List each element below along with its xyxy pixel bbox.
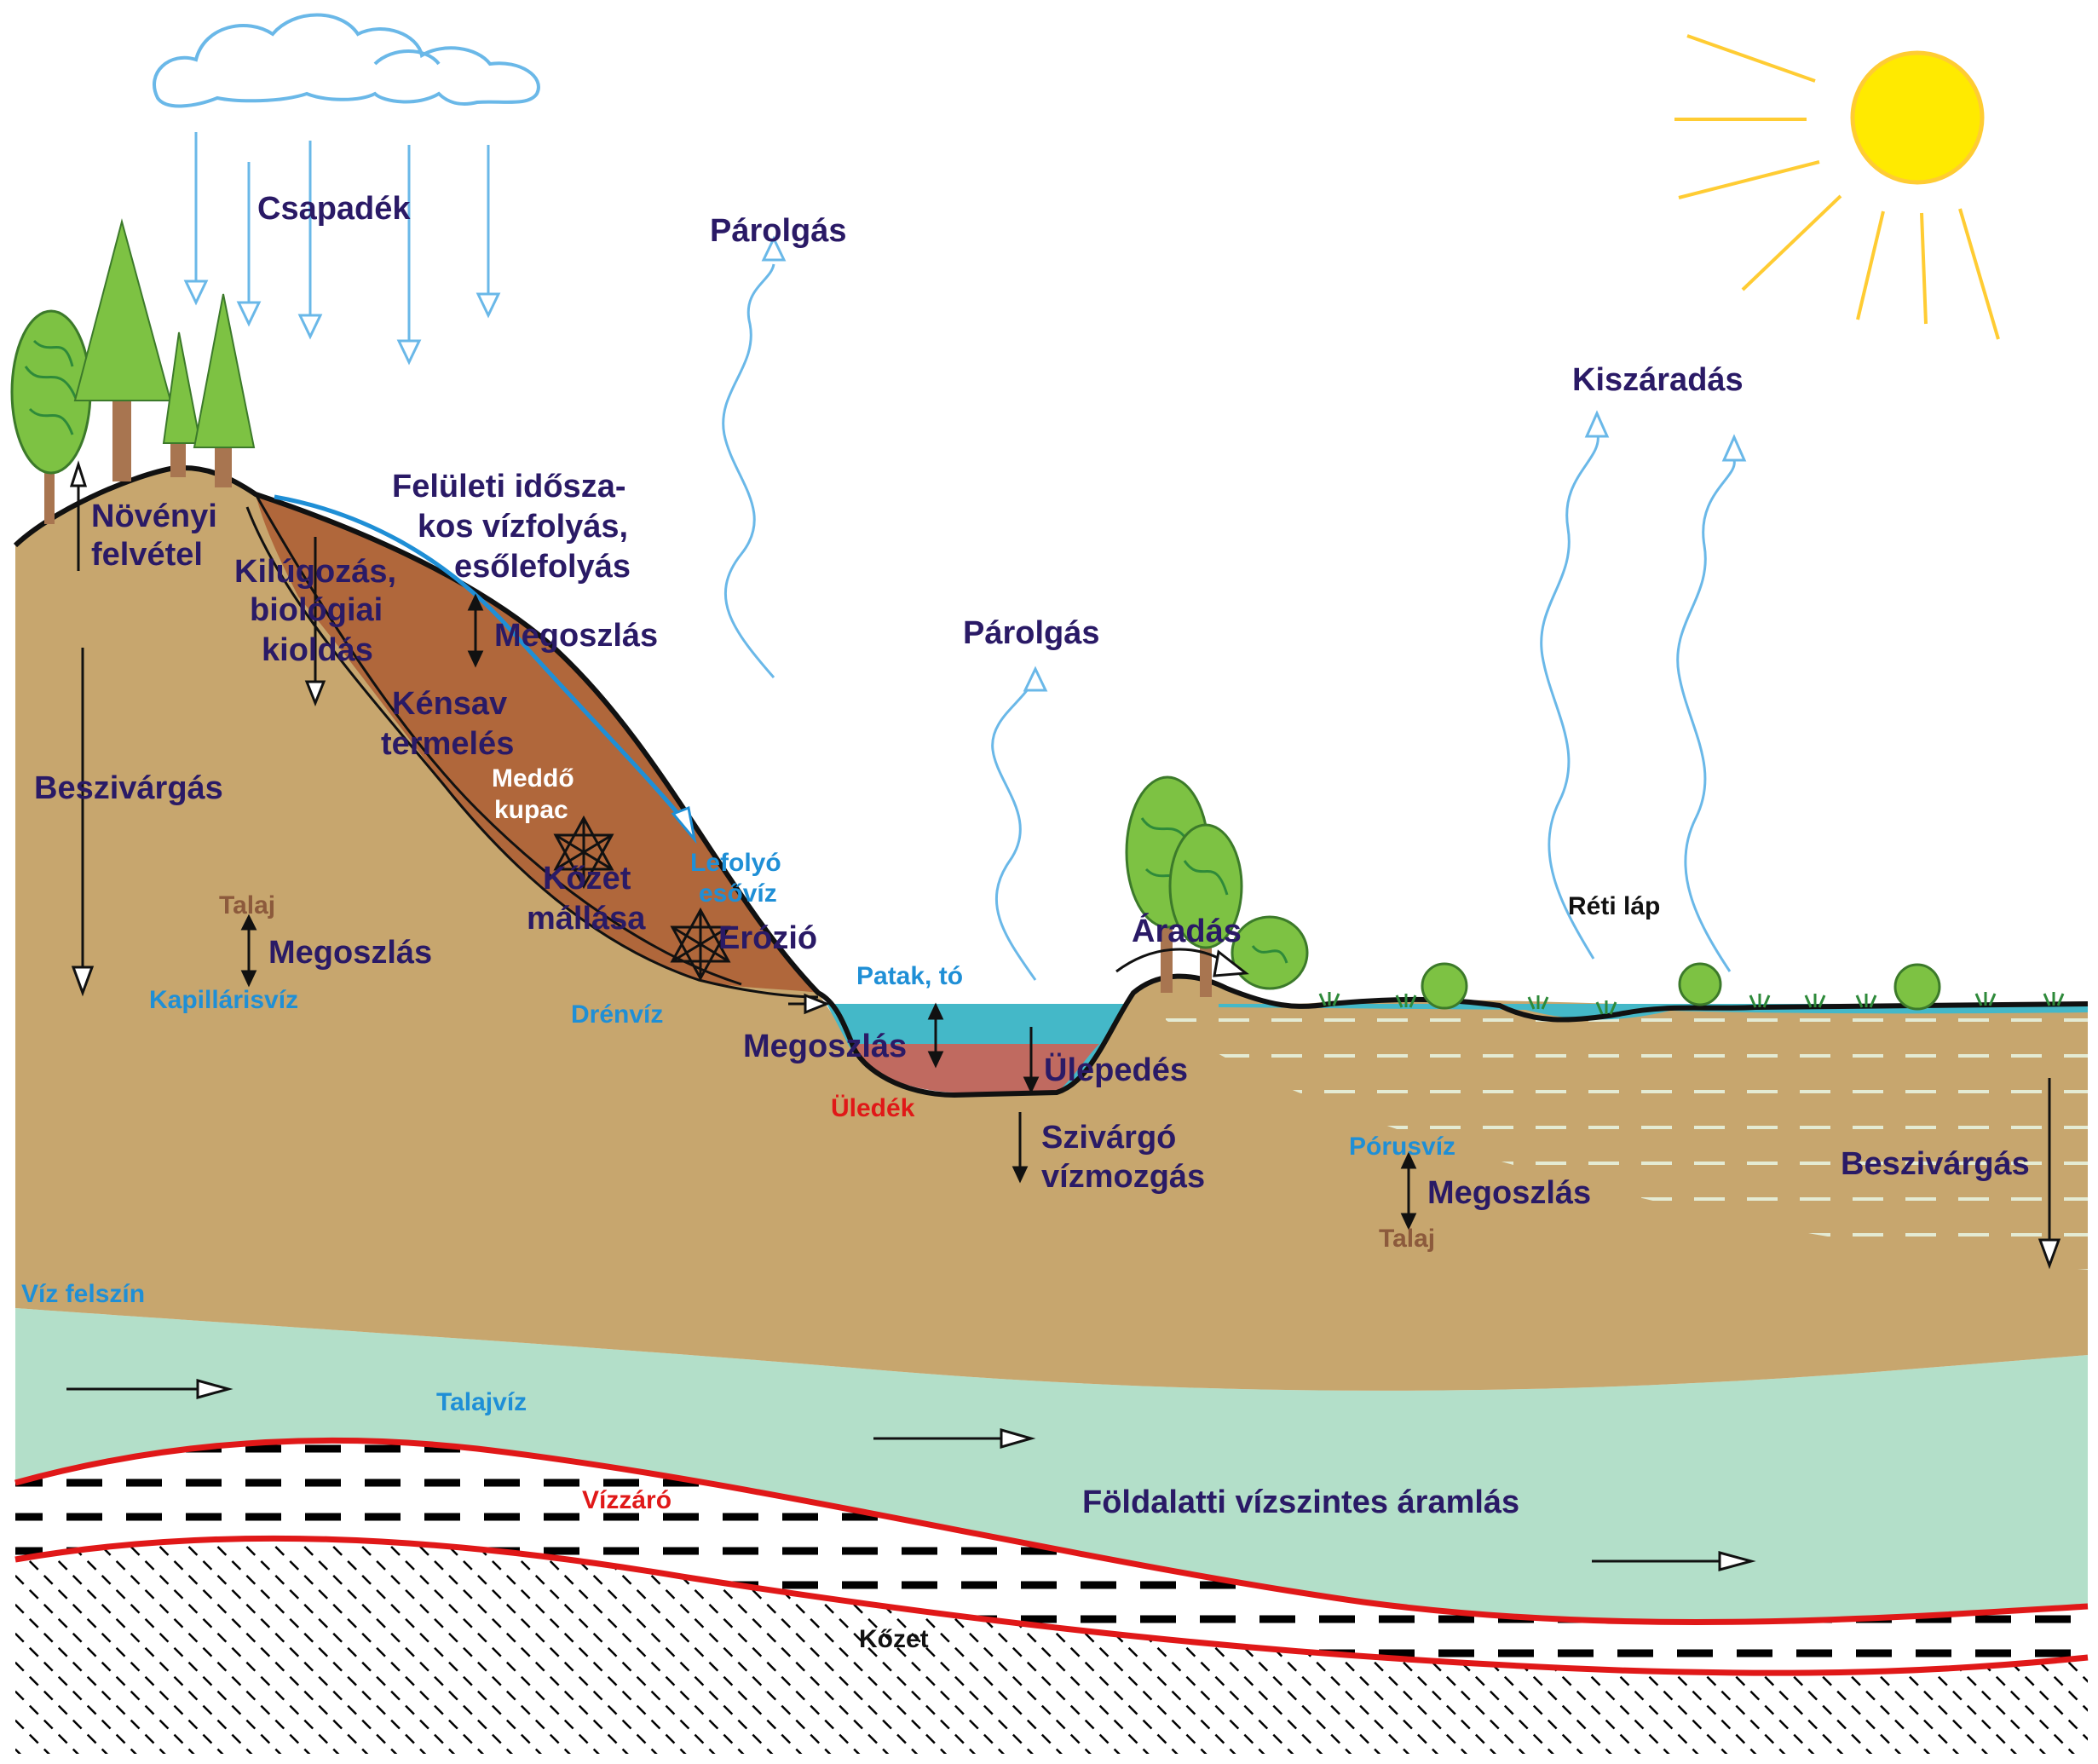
sediment-label: Üledék bbox=[831, 1094, 915, 1122]
groundwater-label: Talajvíz bbox=[436, 1388, 527, 1416]
flooding-label: Áradás bbox=[1132, 912, 1242, 949]
pore-water-label: Pórusvíz bbox=[1349, 1133, 1455, 1161]
rock-label: Kőzet bbox=[859, 1625, 929, 1653]
water-surface-label: Víz felszín bbox=[21, 1280, 145, 1308]
distribution-heap-label: Megoszlás bbox=[494, 618, 658, 654]
plant-uptake-label-2: felvétel bbox=[91, 537, 203, 573]
infiltration-left-label: Beszivárgás bbox=[34, 770, 223, 806]
runoff-rain-label-2: esővíz bbox=[699, 879, 777, 908]
spoil-heap-label-1: Meddő bbox=[492, 764, 574, 793]
aquitard-bottom-line bbox=[14, 1535, 2089, 1676]
runoff-rain-label-1: Lefolyó bbox=[690, 849, 781, 877]
rock-weathering-label-2: mállása bbox=[527, 901, 646, 937]
evaporation-mid-label: Párolgás bbox=[963, 615, 1100, 651]
tree-icon bbox=[1125, 775, 1309, 997]
plant-uptake-label-1: Növényi bbox=[91, 499, 217, 534]
infiltration-right-label: Beszivárgás bbox=[1841, 1146, 2030, 1182]
precipitation-label: Csapadék bbox=[257, 191, 411, 227]
aquitard-label: Vízzáró bbox=[582, 1486, 671, 1514]
sun-icon bbox=[1674, 34, 2000, 340]
sulfuric-label-2: termelés bbox=[381, 726, 514, 762]
erosion-label: Erózió bbox=[718, 920, 817, 956]
bedrock-layer bbox=[15, 1538, 2088, 1754]
spoil-heap-label-2: kupac bbox=[494, 796, 568, 824]
cloud-icon bbox=[153, 13, 540, 108]
soil-left-label: Talaj bbox=[219, 891, 275, 919]
surface-runoff-arrow bbox=[274, 494, 697, 845]
flow-arrows bbox=[66, 460, 2061, 1571]
tree-icon bbox=[10, 218, 256, 524]
asterisk-star-icon bbox=[553, 815, 731, 982]
seepage-label-1: Szivárgó bbox=[1041, 1120, 1176, 1156]
drain-line-inner bbox=[254, 493, 742, 986]
distribution-lake-label: Megoszlás bbox=[743, 1029, 907, 1064]
leaching-label-2: biológiai bbox=[250, 592, 383, 628]
surface-runoff-label-3: esőlefolyás bbox=[454, 549, 631, 585]
surface-runoff-label-2: kos vízfolyás, bbox=[418, 509, 628, 545]
bush-icons bbox=[1421, 962, 1941, 1011]
soil-right-label: Talaj bbox=[1379, 1225, 1435, 1253]
lake-sediment bbox=[852, 1044, 1099, 1092]
spoil-heap bbox=[256, 494, 818, 993]
meadow-bog-label: Réti láp bbox=[1568, 892, 1660, 920]
drying-label: Kiszáradás bbox=[1572, 362, 1744, 398]
seepage-label-2: vízmozgás bbox=[1041, 1159, 1205, 1195]
surface-runoff-label-1: Felületi idősza- bbox=[392, 469, 625, 504]
aquitard-layer bbox=[15, 1440, 2088, 1674]
evaporation-left-label: Párolgás bbox=[710, 213, 847, 249]
leaching-label-3: kioldás bbox=[262, 632, 373, 668]
aquitard-top-line bbox=[14, 1437, 2089, 1625]
distribution-right-label: Megoszlás bbox=[1427, 1175, 1591, 1211]
rock-weathering-label-1: Kőzet bbox=[543, 861, 631, 896]
sulfuric-label-1: Kénsav bbox=[392, 686, 507, 722]
distribution-left-label: Megoszlás bbox=[268, 935, 432, 971]
underground-flow-label: Földalatti vízszintes áramlás bbox=[1082, 1484, 1519, 1520]
stream-lake-label: Patak, tó bbox=[856, 962, 963, 990]
capillary-water-label: Kapillárisvíz bbox=[149, 986, 298, 1014]
groundwater-layer bbox=[15, 1308, 2088, 1623]
leaching-label-1: Kilúgozás, bbox=[234, 554, 396, 590]
terrain-outline bbox=[13, 465, 2089, 1098]
drain-line-outer bbox=[245, 506, 819, 999]
evaporation-arrows bbox=[722, 235, 1747, 981]
drain-water-label: Drénvíz bbox=[571, 1000, 663, 1029]
grass-icons bbox=[1318, 992, 2065, 1015]
rain-arrows bbox=[183, 132, 501, 366]
sedimentation-label: Ülepedés bbox=[1044, 1052, 1188, 1088]
